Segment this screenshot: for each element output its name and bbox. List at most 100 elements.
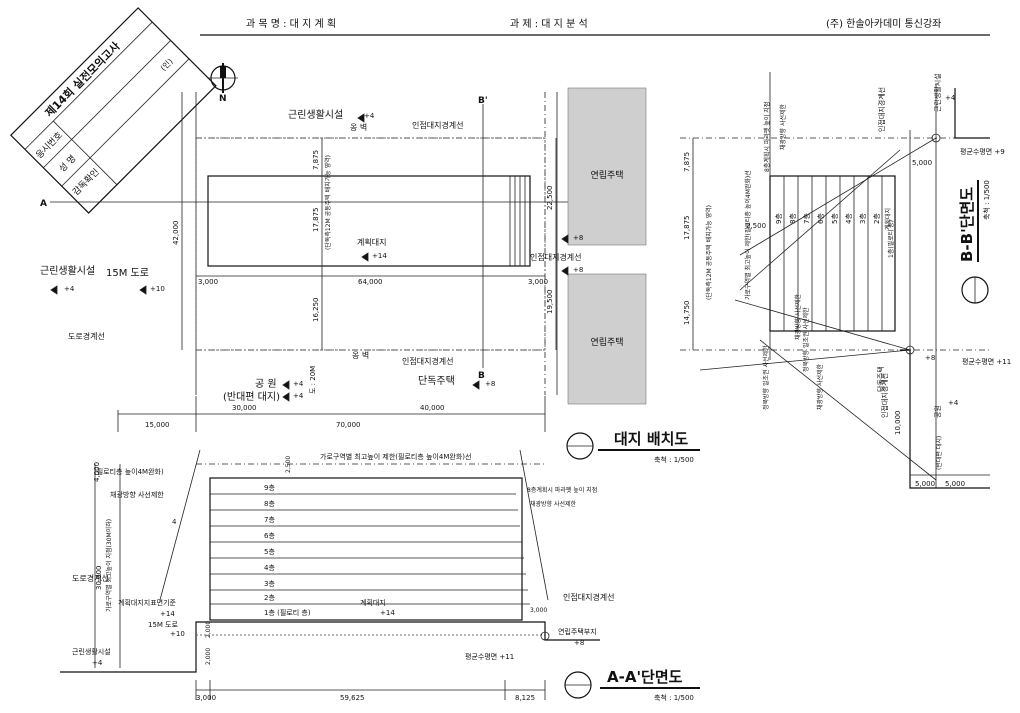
aa-note-light2: 채광방향 사선제한 — [530, 500, 577, 508]
section-bb: 인접대지경계선 근린생활시설 +4 평균수평면 +9 5,000 9층 8층 7… — [680, 72, 1011, 489]
aa-title: A-A'단면도 — [607, 668, 683, 686]
retaining-bottom-label: 옹 벽 — [352, 350, 369, 360]
section-aa: 가로구역별 최고높이 제한(필로티층 높이4M완화)선 (필로티층 높이4M완화… — [60, 449, 700, 702]
aa-floor-2: 2층 — [264, 593, 275, 602]
bb-dim-17875: 17,875 — [683, 216, 691, 241]
aa-scale: 축척 : 1/500 — [654, 693, 694, 702]
single-house-label: 단독주택 — [418, 375, 455, 387]
bb-avg-bottom: 평균수평면 +11 — [962, 357, 1011, 366]
commercial-top-level: +4 — [364, 112, 375, 120]
dim-3000b: 3,000 — [528, 278, 548, 286]
aa-road-boundary: 도로경계선 — [72, 573, 109, 583]
section-b-label: B' — [478, 96, 488, 106]
bb-dim-7875: 7,875 — [683, 152, 691, 172]
bb-dim-10000: 10,000 — [894, 411, 902, 436]
aa-dim-2000b: 2,000 — [205, 648, 212, 665]
bb-title-symbol-icon — [961, 276, 989, 304]
stamp-seal: (인) — [158, 56, 175, 73]
bb-floor-8: 8층 — [788, 213, 797, 224]
bb-site: 계획대지 — [884, 208, 892, 230]
road-level: +10 — [150, 285, 165, 293]
aa-dim-4000: 4,000 — [93, 462, 101, 482]
aa-site: 계획대지 — [360, 598, 386, 607]
north-label: N — [219, 94, 227, 104]
dim-64000: 64,000 — [358, 278, 383, 286]
bb-floor-6: 6층 — [816, 213, 825, 224]
bb-note-light-s1: 정북방향 일조권 사선제한 — [762, 345, 770, 410]
aa-title-symbol-icon — [564, 671, 592, 699]
bb-note-height-limit: 가로구역별 최고높이 제한(필로티층 높이4M완화)선 — [744, 170, 752, 300]
bb-scale: 축척 : 1/500 — [982, 180, 991, 220]
dim-19500: 19,500 — [546, 290, 554, 315]
adjacent-bottom-label: 인접대지경계선 — [402, 356, 454, 366]
dim-17875: 17,875 — [312, 208, 320, 233]
aa-row-level: +8 — [574, 639, 584, 647]
aa-commercial: 근린생활시설 — [72, 647, 111, 656]
adjacent-top-label: 인접대지경계선 — [412, 120, 464, 130]
site-plan: N A A' B' B 연립주택 연립주택 근린생활시설 +4 옹 벽 인접대지… — [40, 63, 700, 464]
road-label: 15M 도로 — [106, 268, 149, 279]
bb-dim-5000c: 5,000 — [945, 480, 965, 488]
north-arrow-icon: N — [208, 63, 238, 104]
bb-dim-5000b: 5,000 — [915, 480, 935, 488]
row-house-bottom-label: 연립주택 — [590, 337, 623, 348]
aa-note-8f: 8층계획시 파라펫 높이 지점 — [527, 486, 597, 494]
retaining-top-label: 옹 벽 — [350, 122, 367, 132]
bb-floor-1: 1층(필로티 층) — [887, 220, 895, 258]
dim-15000: 15,000 — [145, 421, 170, 429]
bb-note-light: 채광방향 사선제한 — [779, 103, 787, 150]
aa-floor-5: 5층 — [264, 547, 275, 556]
bb-avg-top: 평균수평면 +9 — [960, 147, 1005, 156]
level-right-top: +8 — [573, 234, 583, 242]
bb-floor-4: 4층 — [844, 213, 853, 224]
row-house-top-label: 연립주택 — [590, 170, 623, 181]
limit-vertical-label: (단독측12M 공동주택 배치가능 영역) — [324, 155, 332, 250]
bb-commercial: 근린생활시설 — [933, 73, 942, 112]
dim-42000: 42,000 — [172, 221, 180, 246]
aa-road: 15M 도로 — [148, 621, 179, 629]
bb-dim-5000a: 5,000 — [912, 159, 932, 167]
title-stamp: 제14회 실전모의고사 응시번호 성 명 감독확인 (인) — [10, 7, 217, 214]
bb-title: B-B'단면도 — [958, 187, 976, 262]
bb-park-level: +4 — [948, 399, 959, 407]
level-right-mid: +8 — [573, 266, 583, 274]
stamp-row-number: 응시번호 — [34, 130, 65, 161]
aa-floor-9: 9층 — [264, 483, 275, 492]
section-a-label: A — [40, 199, 47, 209]
bb-dim-14750: 14,750 — [683, 301, 691, 326]
row-house-top-block — [567, 87, 647, 246]
aa-avg-level: 평균수평면 +11 — [465, 652, 514, 661]
aa-dim-2500: 2,500 — [285, 456, 292, 473]
aa-floor-8: 8층 — [264, 499, 275, 508]
section-b2-label: B — [478, 371, 485, 381]
aa-dim-59625: 59,625 — [340, 694, 365, 702]
aa-dim-2000a: 2,000 — [205, 621, 212, 638]
bb-note-light-s2: 정북방향 일조권 사선제한 — [802, 307, 810, 372]
aa-row-house: 연립주택부지 — [558, 627, 597, 636]
bb-adjacent-bottom: 인접대지경계선 — [880, 373, 889, 418]
aa-building-section — [209, 477, 530, 621]
aa-floor-4: 4층 — [264, 563, 275, 572]
road-boundary-label: 도로경계선 — [68, 331, 105, 341]
commercial-top-label: 근린생활시설 — [288, 108, 343, 121]
bb-floor-5: 5층 — [830, 213, 839, 224]
dim-70000: 70,000 — [336, 421, 361, 429]
site-level: +14 — [372, 252, 387, 260]
level-marker-icon — [50, 113, 569, 402]
dim-30000: 30,000 — [232, 404, 257, 412]
bb-floor-2: 2층 — [872, 213, 881, 224]
aa-ratio: 4 — [172, 518, 177, 526]
park-sub-label: (반대편 대지) — [223, 391, 280, 403]
aa-floor-7: 7층 — [264, 515, 275, 524]
stamp-row-supervisor: 감독확인 — [70, 166, 102, 198]
park-level1: +4 — [293, 380, 304, 388]
bb-dim-2500: 2,500 — [746, 222, 766, 230]
aa-floor-6: 6층 — [264, 531, 275, 540]
aa-pilotis-note: (필로티층 높이4M완화) — [94, 467, 164, 476]
aa-site-ground: 계획대지지표면기준 — [118, 598, 177, 607]
dim-40000: 40,000 — [420, 404, 445, 412]
stamp-title: 제14회 실전모의고사 — [42, 38, 123, 119]
bb-building-section — [769, 175, 896, 332]
site-label: 계획대지 — [357, 237, 386, 247]
